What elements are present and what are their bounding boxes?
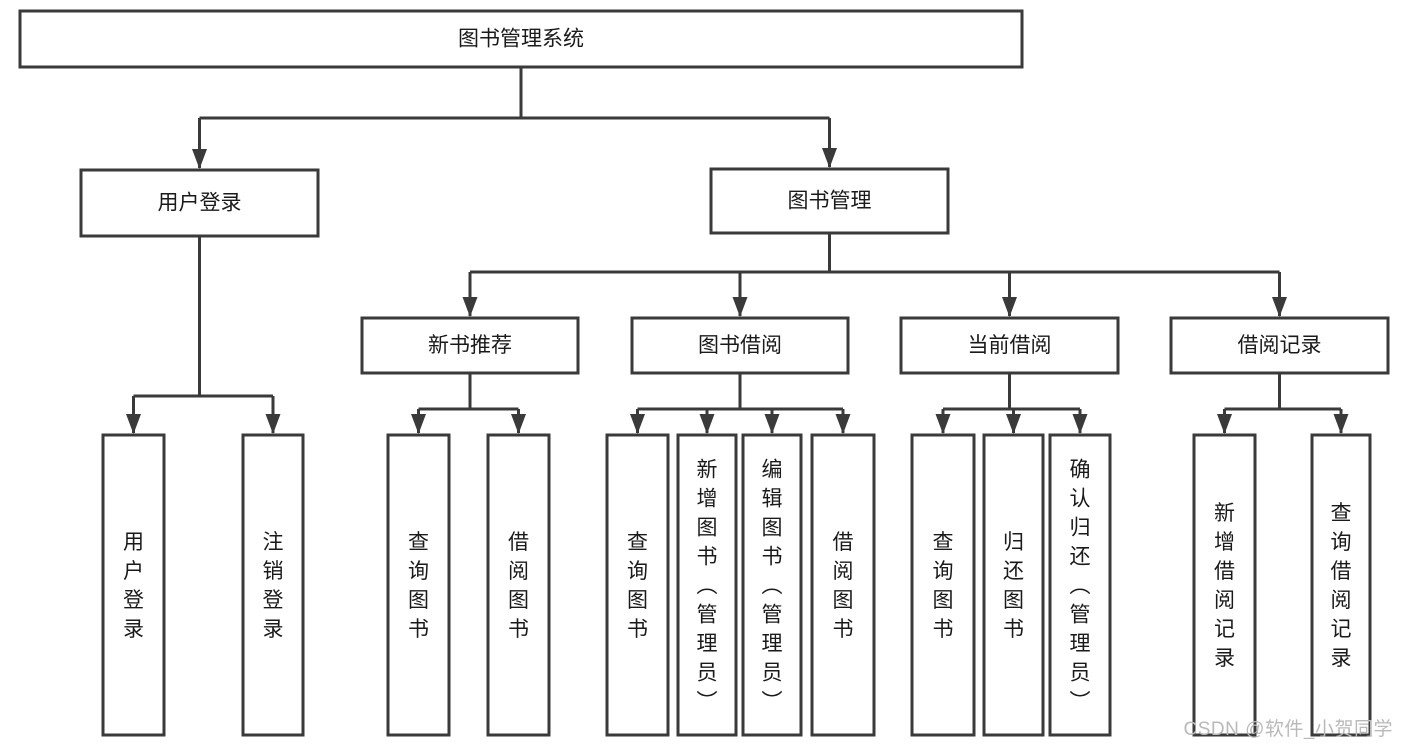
node-leaf-query-book-borrow-label: 查询图书 [627,531,648,641]
node-leaf-query-book-current[interactable]: 查询图书 [910,433,976,737]
node-leaf-query-borrow-record-box [1310,433,1372,737]
node-leaf-borrow-book-label: 借阅图书 [833,531,854,641]
newbook-to-leaves-arrow-0 [411,414,426,434]
node-root-root-box [18,9,1024,69]
node-book-borrow-label: 图书借阅 [698,334,782,357]
node-root-root[interactable]: 图书管理系统 [18,9,1024,69]
node-leaf-query-book-recommend-label: 查询图书 [408,531,429,641]
node-book-management-label: 图书管理 [788,190,872,213]
node-leaf-user-login-box [101,433,166,737]
node-leaf-edit-book-admin-label: 编辑图书︵管理员︶ [762,459,783,714]
bookmgmt-to-level2-arrow-0 [462,297,478,317]
node-leaf-edit-book-admin[interactable]: 编辑图书︵管理员︶ [741,433,803,737]
node-leaf-borrow-book-recommend-label: 借阅图书 [508,531,529,641]
newbook-to-leaves-arrow-1 [511,414,526,434]
bookmgmt-to-level2-arrow-2 [1002,297,1017,317]
node-root-root-label: 图书管理系统 [458,28,584,51]
currentborrow-to-leaves-arrow-1 [1006,414,1021,434]
node-leaf-return-book-box [982,433,1045,737]
node-leaf-logout-login[interactable]: 注销登录 [241,433,305,737]
bookborrow-to-leaves-arrow-3 [835,414,851,434]
node-leaf-query-book-recommend-box [386,433,451,737]
watermark-text: CSDN @软件_小贺同学 [1183,719,1393,740]
node-leaf-query-book-current-label: 查询图书 [933,531,954,641]
node-leaf-confirm-return-admin-label: 确认归还︵管理员︶ [1070,459,1091,714]
node-leaf-edit-book-admin-box [741,433,803,737]
bookmgmt-to-level2-arrow-3 [1272,297,1287,317]
node-leaf-logout-login-label: 注销登录 [263,531,284,641]
currentborrow-to-leaves-arrow-0 [935,414,951,434]
node-leaf-add-book-admin-box [676,433,738,737]
node-leaf-query-book-recommend[interactable]: 查询图书 [386,433,451,737]
node-user-login-box [79,168,320,238]
node-new-book-recommend[interactable]: 新书推荐 [360,316,580,375]
node-user-login-label: 用户登录 [158,192,242,215]
bookborrow-to-leaves-arrow-2 [764,414,780,434]
node-leaf-return-book[interactable]: 归还图书 [982,433,1045,737]
node-leaf-user-login-label: 用户登录 [123,531,144,641]
node-leaf-add-borrow-record[interactable]: 新增借阅记录 [1192,433,1257,737]
node-leaf-query-borrow-record-label: 查询借阅记录 [1331,502,1352,670]
node-leaf-return-book-label: 归还图书 [1003,531,1024,641]
node-leaf-add-borrow-record-label: 新增借阅记录 [1214,502,1235,670]
node-current-borrow[interactable]: 当前借阅 [899,316,1120,375]
currentborrow-to-leaves-arrow-2 [1072,414,1088,434]
node-leaf-user-login[interactable]: 用户登录 [101,433,166,737]
node-current-borrow-box [899,316,1120,375]
connectors-layer [126,67,1349,434]
node-leaf-query-book-borrow[interactable]: 查询图书 [605,433,670,737]
node-leaf-confirm-return-admin[interactable]: 确认归还︵管理员︶ [1048,433,1112,737]
node-book-management-box [709,167,950,235]
node-leaf-query-borrow-record[interactable]: 查询借阅记录 [1310,433,1372,737]
node-leaf-borrow-book-recommend-box [486,433,551,737]
node-leaf-query-book-borrow-box [605,433,670,737]
bookmgmt-to-level2-arrow-1 [732,297,748,317]
bookborrow-to-leaves-arrow-1 [699,414,715,434]
node-leaf-add-borrow-record-box [1192,433,1257,737]
node-borrow-record-label: 借阅记录 [1238,334,1322,357]
node-current-borrow-label: 当前借阅 [968,334,1052,357]
node-leaf-logout-login-box [241,433,305,737]
borrowrecord-to-leaves-arrow-1 [1333,414,1349,434]
root-to-level1-arrow-0 [192,149,207,169]
node-book-borrow[interactable]: 图书借阅 [630,316,850,375]
node-borrow-record[interactable]: 借阅记录 [1169,316,1390,375]
root-to-level1-arrow-1 [822,148,837,168]
node-leaf-confirm-return-admin-box [1048,433,1112,737]
node-book-borrow-box [630,316,850,375]
userlogin-to-leaves-arrow-1 [265,414,281,434]
node-user-login[interactable]: 用户登录 [79,168,320,238]
node-leaf-borrow-book-box [810,433,876,737]
nodes-layer: 图书管理系统用户登录图书管理新书推荐图书借阅当前借阅借阅记录用户登录注销登录查询… [18,9,1390,737]
node-leaf-borrow-book-recommend[interactable]: 借阅图书 [486,433,551,737]
node-leaf-borrow-book[interactable]: 借阅图书 [810,433,876,737]
node-book-management[interactable]: 图书管理 [709,167,950,235]
node-new-book-recommend-label: 新书推荐 [428,334,512,357]
node-new-book-recommend-box [360,316,580,375]
node-borrow-record-box [1169,316,1390,375]
node-leaf-add-book-admin[interactable]: 新增图书︵管理员︶ [676,433,738,737]
userlogin-to-leaves-arrow-0 [126,414,141,434]
node-leaf-add-book-admin-label: 新增图书︵管理员︶ [697,459,718,714]
borrowrecord-to-leaves-arrow-0 [1217,414,1232,434]
bookborrow-to-leaves-arrow-0 [630,414,645,434]
node-leaf-query-book-current-box [910,433,976,737]
